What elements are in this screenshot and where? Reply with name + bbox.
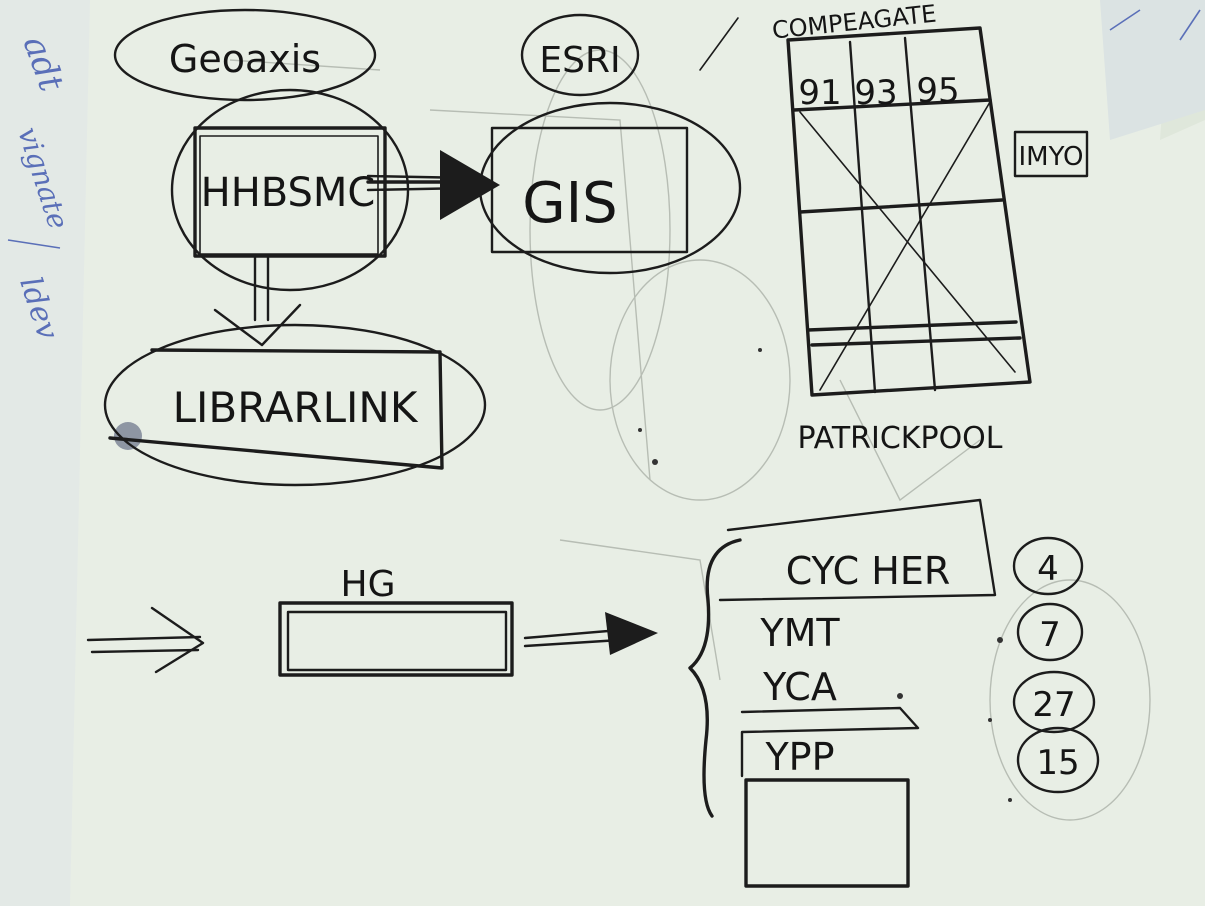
grid-panel: COMPEAGATE 91 93 95 PATRICKPOOL xyxy=(699,0,1032,456)
pencil-show-through xyxy=(229,49,1151,821)
circled-number-4: 15 xyxy=(1036,743,1079,783)
list-item-1: CYC HER xyxy=(786,549,951,593)
node-gis: GIS xyxy=(478,101,742,275)
circled-number-2: 7 xyxy=(1039,615,1061,655)
arrow-hhbsmc-gis xyxy=(366,150,500,220)
node-hg: HG xyxy=(278,564,514,677)
circled-number-3: 27 xyxy=(1032,685,1075,725)
imyo-label: IMYO xyxy=(1018,142,1083,172)
node-esri: ESRI xyxy=(520,13,640,97)
gis-label: GIS xyxy=(522,171,617,236)
hg-label: HG xyxy=(341,564,396,605)
node-geoaxis: Geoaxis xyxy=(113,8,377,102)
grid-col-2: 93 xyxy=(854,73,897,113)
esri-label: ESRI xyxy=(539,40,620,81)
grid-col-1: 91 xyxy=(798,73,841,113)
circled-numbers: 4 7 27 15 xyxy=(1012,536,1100,794)
list-item-2: YMT xyxy=(759,611,840,655)
circled-number-1: 4 xyxy=(1037,549,1059,589)
grid-col-3: 95 xyxy=(916,71,959,111)
librarlink-label: LIBRARLINK xyxy=(173,383,419,432)
arrow-hhbsmc-librarlink xyxy=(213,254,302,347)
list-item-3: YCA xyxy=(762,665,837,709)
hhbsmc-label: HHBSMC xyxy=(201,170,376,216)
ink-specks xyxy=(638,348,1012,802)
node-librarlink: LIBRARLINK xyxy=(103,323,487,487)
arrow-hg-list xyxy=(523,612,658,655)
grid-bottom-label: PATRICKPOOL xyxy=(797,421,1002,456)
side-box-imyo: IMYO xyxy=(1013,130,1089,178)
geoaxis-label: Geoaxis xyxy=(169,37,321,81)
list-item-4: YPP xyxy=(764,735,834,779)
double-arrow xyxy=(86,606,205,674)
item-list: CYC HER YMT YCA YPP xyxy=(688,498,997,888)
